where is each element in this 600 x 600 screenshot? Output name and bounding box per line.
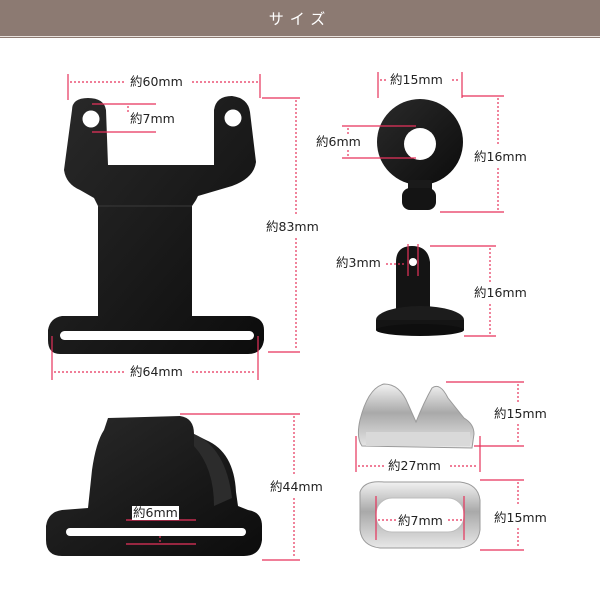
silver-clip-hole-label: 約7mm — [398, 513, 443, 528]
dimension-lines — [51, 72, 524, 561]
silver-clip-bottom-height-label: 約15mm — [494, 510, 547, 525]
bracket-height-label: 約83mm — [266, 219, 319, 234]
ring-width-label: 約15mm — [390, 72, 443, 87]
ring-side-height-label: 約16mm — [474, 285, 527, 300]
clip-bracket-height-label: 約44mm — [270, 479, 323, 494]
page-title: サイズ — [268, 10, 332, 28]
ring-side-thickness-label: 約3mm — [336, 255, 381, 270]
clip-bracket-part — [46, 416, 262, 556]
header-rule — [0, 36, 600, 37]
bracket-large-part — [48, 96, 264, 354]
ring-hole-label: 約6mm — [316, 134, 361, 149]
bracket-hole-label: 約7mm — [130, 111, 175, 126]
header-bar: サイズ — [0, 0, 600, 38]
bracket-width-label: 約60mm — [130, 74, 183, 89]
clip-bracket-slot-label: 約6mm — [132, 505, 179, 520]
silver-clip-width-label: 約27mm — [388, 458, 441, 473]
bracket-bottom-width-label: 約64mm — [130, 364, 183, 379]
ring-front-part — [377, 99, 463, 210]
silver-clip-top-height-label: 約15mm — [494, 406, 547, 421]
ring-side-part — [376, 246, 464, 336]
ring-height-label: 約16mm — [474, 149, 527, 164]
